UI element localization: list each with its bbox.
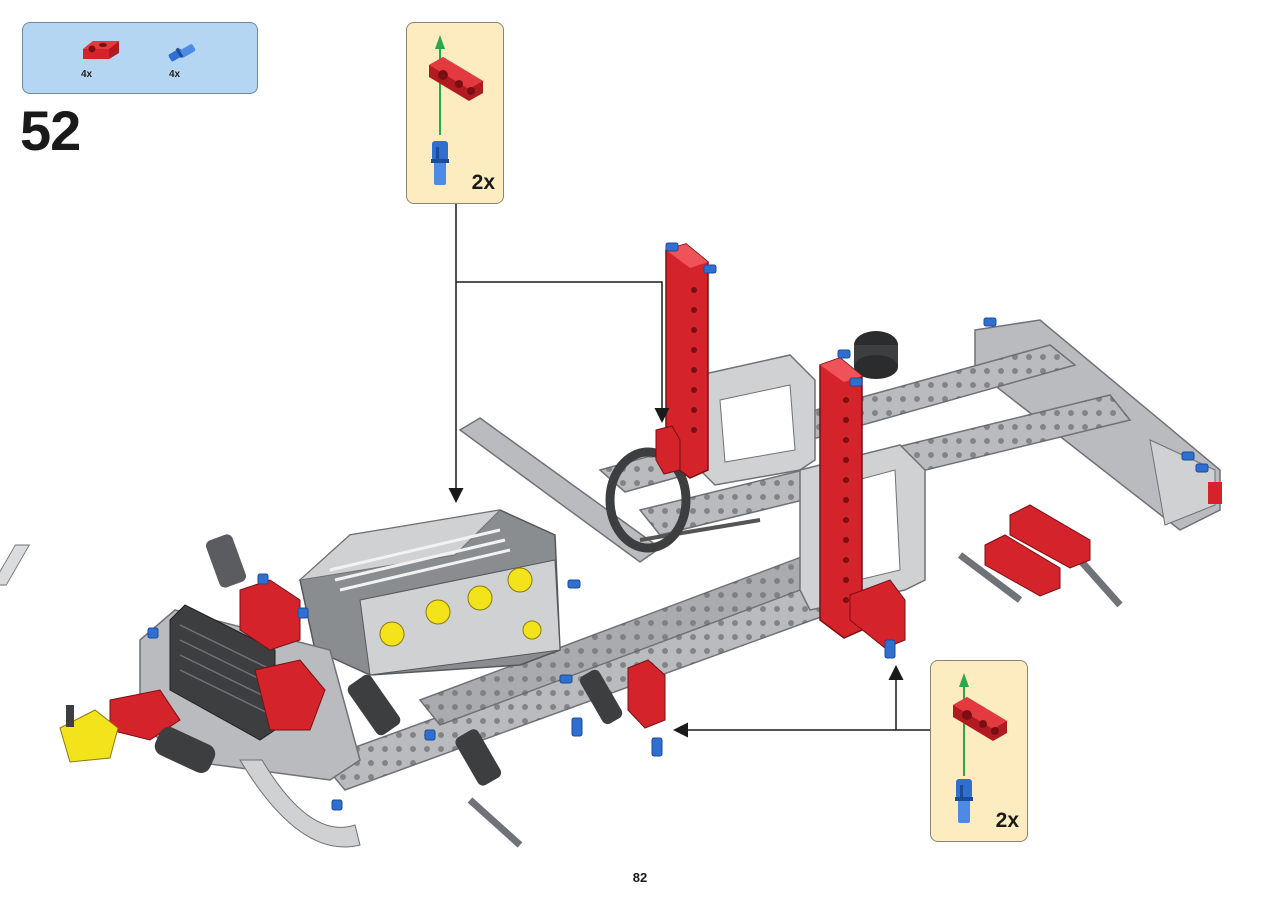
red-vertical-beams (627, 243, 1091, 729)
blue-pins (147, 242, 1209, 811)
blue-pin-part-icon (167, 43, 199, 65)
bottom-callout-arrow-up (888, 665, 930, 731)
sub-assembly-callout-top: 2x (406, 22, 504, 204)
sub-assembly-diagram-bottom (953, 673, 1007, 823)
red-connector-quantity: 4x (81, 69, 93, 80)
engine-block (0, 509, 561, 676)
blue-pin-quantity: 4x (169, 69, 181, 80)
sub-assembly-diagram-top (429, 35, 483, 185)
top-callout-arrow-right (456, 281, 670, 423)
page-number: 82 (632, 870, 648, 885)
parts-list-box: 4x 4x (22, 22, 258, 94)
front-section (59, 534, 623, 848)
sub-assembly-callout-bottom: 2x (930, 660, 1028, 842)
callout-multiplier-bottom: 2x (995, 809, 1019, 832)
callout-multiplier-top: 2x (471, 171, 495, 194)
red-connector-part-icon (79, 37, 123, 61)
callout-leader-lines (448, 204, 930, 738)
step-number: 52 (20, 99, 81, 162)
